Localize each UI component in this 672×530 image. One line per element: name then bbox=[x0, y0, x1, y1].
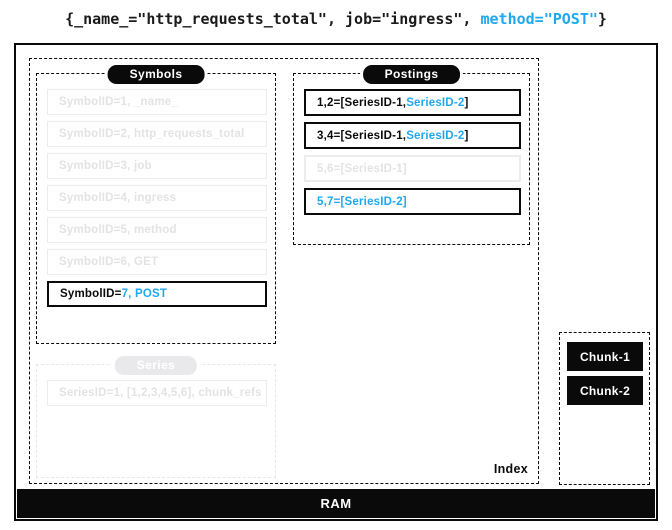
posting-row-highlight: SeriesID-2 bbox=[406, 96, 465, 109]
posting-row-1: 1,2=[SeriesID-1,SeriesID-2] bbox=[304, 89, 521, 116]
selector-suffix: } bbox=[597, 10, 607, 28]
postings-section: Postings 1,2=[SeriesID-1,SeriesID-2] 3,4… bbox=[293, 62, 530, 245]
symbol-row-text: SymbolID=4, ingress bbox=[59, 192, 177, 204]
symbol-row-7-matched: SymbolID=7, POST bbox=[47, 281, 267, 307]
posting-row-text: 3,4=[SeriesID-1, bbox=[317, 129, 407, 142]
posting-row-highlight: 5,7=[SeriesID-2] bbox=[317, 195, 407, 208]
symbol-row-1: SymbolID=1, _name_ bbox=[47, 89, 267, 115]
symbols-rows: SymbolID=1, _name_ SymbolID=2, http_requ… bbox=[47, 89, 267, 307]
symbol-row-text: SymbolID=2, http_requests_total bbox=[59, 128, 245, 140]
series-row-text: SeriesID=1, [1,2,3,4,5,6], chunk_refs bbox=[59, 387, 262, 399]
symbol-row-highlight: 7, POST bbox=[121, 288, 168, 300]
posting-row-text: 1,2=[SeriesID-1, bbox=[317, 96, 407, 109]
symbol-row-2: SymbolID=2, http_requests_total bbox=[47, 121, 267, 147]
promql-series-selector: {_name_="http_requests_total", job="ingr… bbox=[0, 10, 672, 28]
symbol-row-text: SymbolID= bbox=[60, 288, 122, 300]
symbols-pill: Symbols bbox=[104, 62, 208, 87]
selector-highlight: method="POST" bbox=[480, 10, 598, 28]
index-label: Index bbox=[493, 462, 528, 476]
symbol-row-text: SymbolID=6, GET bbox=[59, 256, 159, 268]
symbol-row-text: SymbolID=1, _name_ bbox=[59, 96, 178, 108]
postings-rows: 1,2=[SeriesID-1,SeriesID-2] 3,4=[SeriesI… bbox=[304, 89, 521, 215]
chunk-2-block: Chunk-2 bbox=[567, 376, 643, 405]
index-box: Symbols SymbolID=1, _name_ SymbolID=2, h… bbox=[29, 58, 539, 484]
symbol-row-6: SymbolID=6, GET bbox=[47, 249, 267, 275]
chunk-1-block: Chunk-1 bbox=[567, 342, 643, 371]
series-pill: Series bbox=[111, 353, 201, 378]
ram-container: Symbols SymbolID=1, _name_ SymbolID=2, h… bbox=[14, 43, 658, 521]
symbol-row-4: SymbolID=4, ingress bbox=[47, 185, 267, 211]
posting-row-4-matched: 5,7=[SeriesID-2] bbox=[304, 188, 521, 215]
posting-row-text: ] bbox=[464, 129, 469, 142]
ram-bar: RAM bbox=[17, 489, 655, 518]
postings-pill: Postings bbox=[359, 62, 464, 87]
posting-row-text: ] bbox=[464, 96, 469, 109]
series-rows: SeriesID=1, [1,2,3,4,5,6], chunk_refs bbox=[47, 380, 267, 406]
selector-prefix: {_name_="http_requests_total", job="ingr… bbox=[65, 10, 481, 28]
posting-row-text: 5,6=[SeriesID-1] bbox=[317, 162, 407, 175]
posting-row-3: 5,6=[SeriesID-1] bbox=[304, 155, 521, 182]
series-section: Series SeriesID=1, [1,2,3,4,5,6], chunk_… bbox=[36, 353, 276, 478]
symbol-row-5: SymbolID=5, method bbox=[47, 217, 267, 243]
symbols-section: Symbols SymbolID=1, _name_ SymbolID=2, h… bbox=[36, 62, 276, 344]
symbol-row-text: SymbolID=3, job bbox=[59, 160, 152, 172]
symbol-row-text: SymbolID=5, method bbox=[59, 224, 177, 236]
series-row-1: SeriesID=1, [1,2,3,4,5,6], chunk_refs bbox=[47, 380, 267, 406]
chunks-section: Chunk-1 Chunk-2 bbox=[559, 332, 650, 485]
posting-row-highlight: SeriesID-2 bbox=[406, 129, 465, 142]
symbol-row-3: SymbolID=3, job bbox=[47, 153, 267, 179]
posting-row-2: 3,4=[SeriesID-1,SeriesID-2] bbox=[304, 122, 521, 149]
